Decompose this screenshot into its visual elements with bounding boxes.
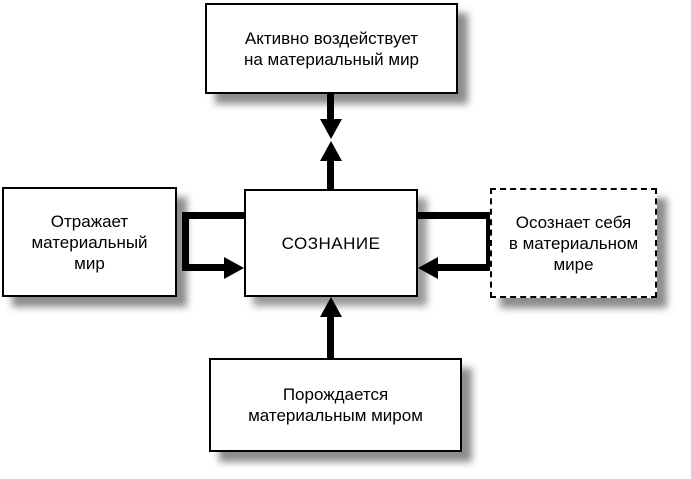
connector-center-to-top-shaft <box>327 159 334 189</box>
connector-right-loop-top <box>418 212 493 219</box>
connector-right-loop-bottom <box>436 264 493 271</box>
box-consciousness-label: СОЗНАНИЕ <box>281 233 381 253</box>
connector-right-loop-vertical <box>486 212 493 271</box>
box-actively-affects: Активно воздействует на материальный мир <box>205 3 458 94</box>
arrow-down-icon <box>320 119 342 139</box>
box-actively-affects-line-2: на материальный мир <box>243 49 420 69</box>
connector-bottom-to-center-shaft <box>327 315 334 358</box>
arrow-right-icon <box>224 257 244 279</box>
arrow-up-icon <box>320 297 342 317</box>
box-aware-of-itself: Осознает себя в материальном мире <box>490 188 657 298</box>
connector-left-loop-top <box>182 212 244 219</box>
connector-top-to-center-shaft <box>327 94 334 121</box>
connector-left-loop-vertical <box>182 212 189 271</box>
arrow-up-icon <box>320 141 342 161</box>
connector-left-loop-bottom <box>182 264 226 271</box>
box-actively-affects-line-1: Активно воздействует <box>244 28 419 48</box>
box-aware-of-itself-line-1: Осознает себя <box>515 212 632 232</box>
box-reflects-world: Отражает материальный мир <box>2 187 177 297</box>
box-aware-of-itself-line-3: мире <box>553 254 594 274</box>
arrow-left-icon <box>418 257 438 279</box>
box-aware-of-itself-line-2: в материальном <box>508 233 639 253</box>
box-reflects-world-line-2: материальный <box>31 232 148 252</box>
box-consciousness: СОЗНАНИЕ <box>244 189 418 297</box>
box-reflects-world-line-3: мир <box>74 253 105 273</box>
box-reflects-world-line-1: Отражает <box>50 211 129 231</box>
box-generated-by-world: Порождается материальным миром <box>209 358 462 452</box>
box-generated-by-world-line-2: материальным миром <box>248 406 423 425</box>
box-generated-by-world-line-1: Порождается <box>282 385 389 404</box>
